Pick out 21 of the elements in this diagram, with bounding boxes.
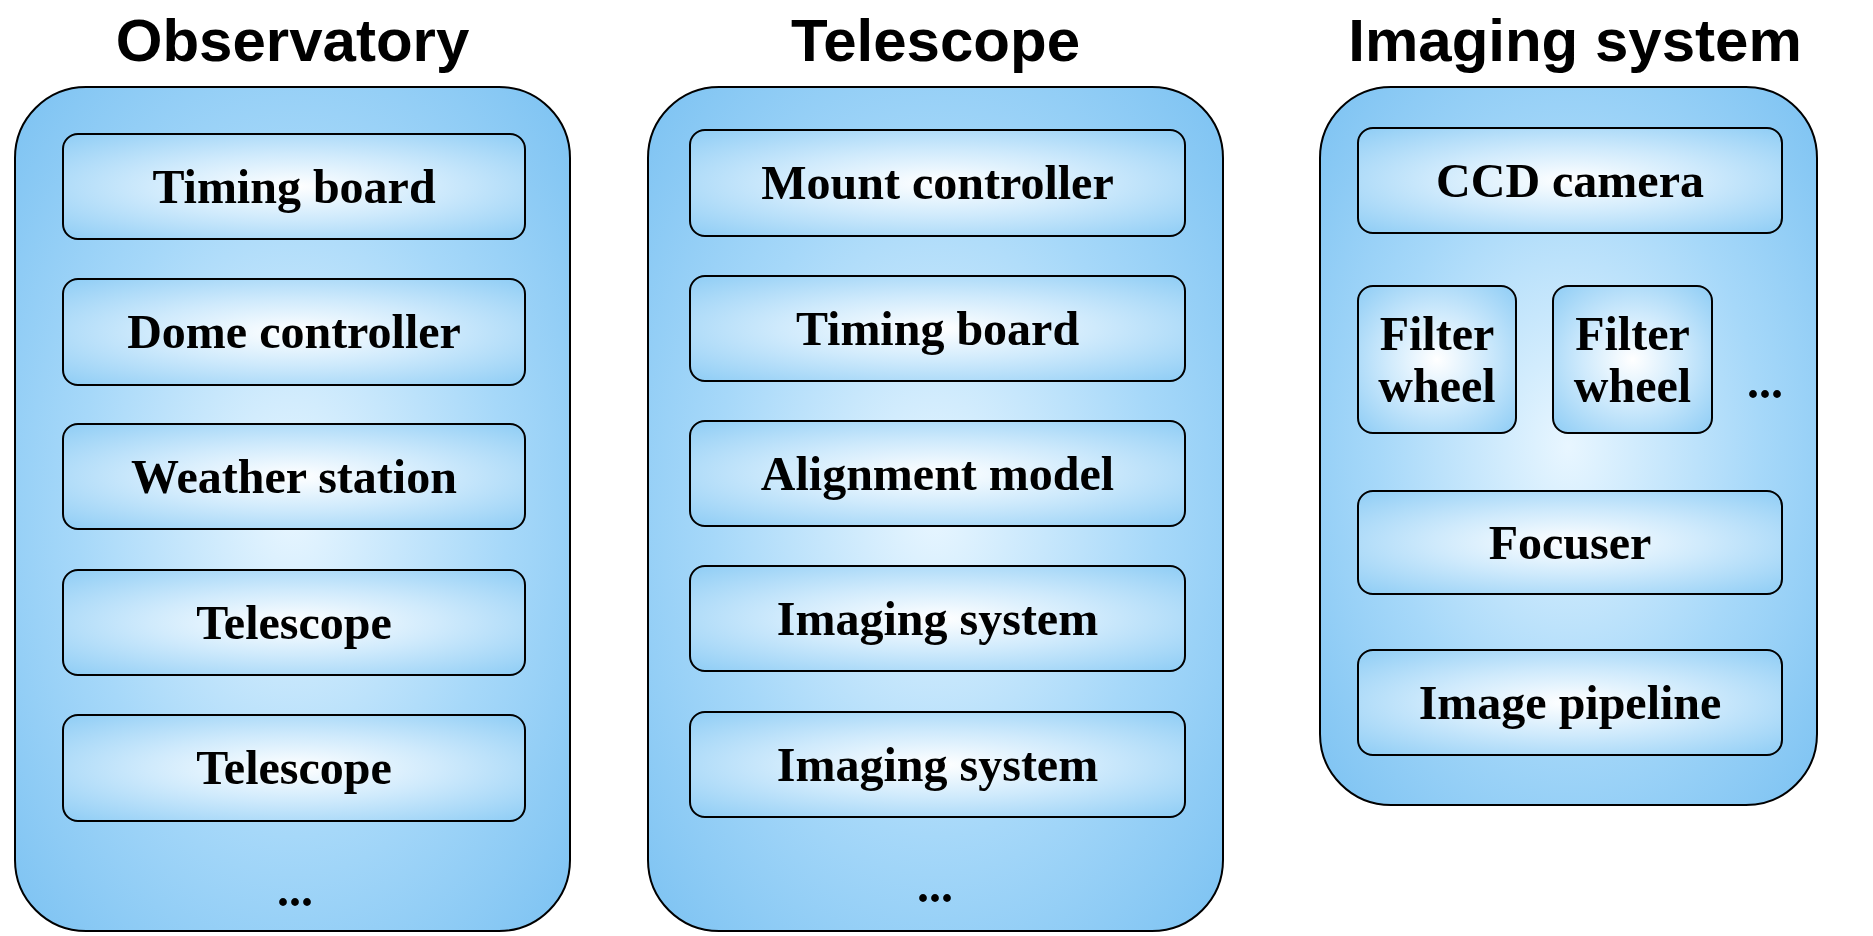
component-box: Weather station: [62, 423, 526, 530]
panel-title: Telescope: [790, 6, 1081, 76]
ellipsis-label: ...: [276, 862, 314, 918]
component-box: Telescope: [62, 569, 526, 676]
ellipsis-label: ...: [916, 858, 954, 914]
component-box: Imaging system: [689, 711, 1186, 818]
component-box: Focuser: [1357, 490, 1783, 595]
component-box: CCD camera: [1357, 127, 1783, 234]
component-box: Timing board: [62, 133, 526, 240]
component-box: Image pipeline: [1357, 649, 1783, 756]
ellipsis-label: ...: [1746, 354, 1784, 410]
component-box: Imaging system: [689, 565, 1186, 672]
component-box: Telescope: [62, 714, 526, 822]
component-box: Alignment model: [689, 420, 1186, 527]
panel-title: Imaging system: [1347, 6, 1803, 76]
component-box: Dome controller: [62, 278, 526, 386]
component-box: Filter wheel: [1552, 285, 1713, 434]
panel-title: Observatory: [114, 6, 471, 76]
component-box: Filter wheel: [1357, 285, 1517, 434]
component-box: Timing board: [689, 275, 1186, 382]
component-box: Mount controller: [689, 129, 1186, 237]
